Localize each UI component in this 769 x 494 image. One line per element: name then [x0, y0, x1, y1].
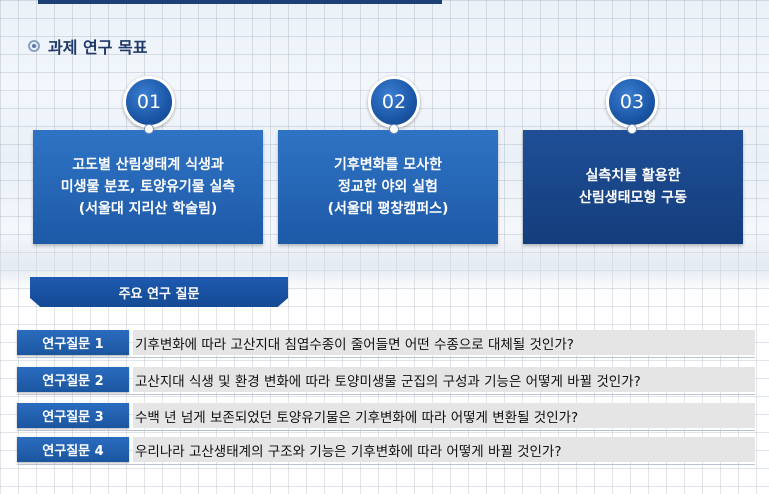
goal-number-badge: 03 — [606, 76, 658, 128]
question-row-4: 연구질문 4 우리나라 고산생태계의 구조와 기능은 기후변화에 따라 어떻게 … — [17, 437, 755, 462]
question-label: 연구질문 3 — [17, 403, 129, 428]
question-row-1: 연구질문 1 기후변화에 따라 고산지대 침엽수종이 줄어들면 어떤 수종으로 … — [17, 330, 755, 355]
goal-text: 고도별 산림생태계 식생과 미생물 분포, 토양유기물 실측 (서울대 지리산 … — [60, 157, 236, 217]
connector-dot — [144, 124, 154, 134]
connector-dot — [389, 124, 399, 134]
question-text: 수백 년 넘게 보존되었던 토양유기물은 기후변화에 따라 어떻게 변환될 것인… — [133, 403, 755, 428]
top-accent-bar — [38, 0, 442, 4]
connector-dot — [627, 124, 637, 134]
question-text: 고산지대 식생 및 환경 변화에 따라 토양미생물 군집의 구성과 기능은 어떻… — [133, 367, 755, 392]
row-divider — [17, 394, 755, 395]
target-bullet-icon — [28, 40, 40, 52]
row-divider — [17, 464, 755, 465]
question-row-2: 연구질문 2 고산지대 식생 및 환경 변화에 따라 토양미생물 군집의 구성과… — [17, 367, 755, 392]
section-title: 과제 연구 목표 — [48, 38, 148, 57]
question-text: 기후변화에 따라 고산지대 침엽수종이 줄어들면 어떤 수종으로 대체될 것인가… — [133, 330, 755, 355]
row-divider — [17, 430, 755, 431]
goal-number-badge: 02 — [368, 76, 420, 128]
question-label: 연구질문 1 — [17, 330, 129, 355]
goal-text: 기후변화를 모사한 정교한 야외 실험 (서울대 평창캠퍼스) — [327, 157, 449, 217]
question-row-3: 연구질문 3 수백 년 넘게 보존되었던 토양유기물은 기후변화에 따라 어떻게… — [17, 403, 755, 428]
goal-card-2: 기후변화를 모사한 정교한 야외 실험 (서울대 평창캠퍼스) — [278, 124, 498, 244]
goal-card-3: 실측치를 활용한 산림생태모형 구동 — [523, 124, 743, 244]
goal-text: 실측치를 활용한 산림생태모형 구동 — [579, 168, 687, 206]
row-divider — [17, 357, 755, 358]
question-label: 연구질문 2 — [17, 367, 129, 392]
section-header: 과제 연구 목표 — [28, 34, 147, 58]
goal-number-badge: 01 — [123, 76, 175, 128]
question-label: 연구질문 4 — [17, 437, 129, 462]
questions-tab: 주요 연구 질문 — [30, 277, 288, 307]
question-text: 우리나라 고산생태계의 구조와 기능은 기후변화에 따라 어떻게 바뀔 것인가? — [133, 437, 755, 462]
goal-card-1: 고도별 산림생태계 식생과 미생물 분포, 토양유기물 실측 (서울대 지리산 … — [33, 124, 263, 244]
